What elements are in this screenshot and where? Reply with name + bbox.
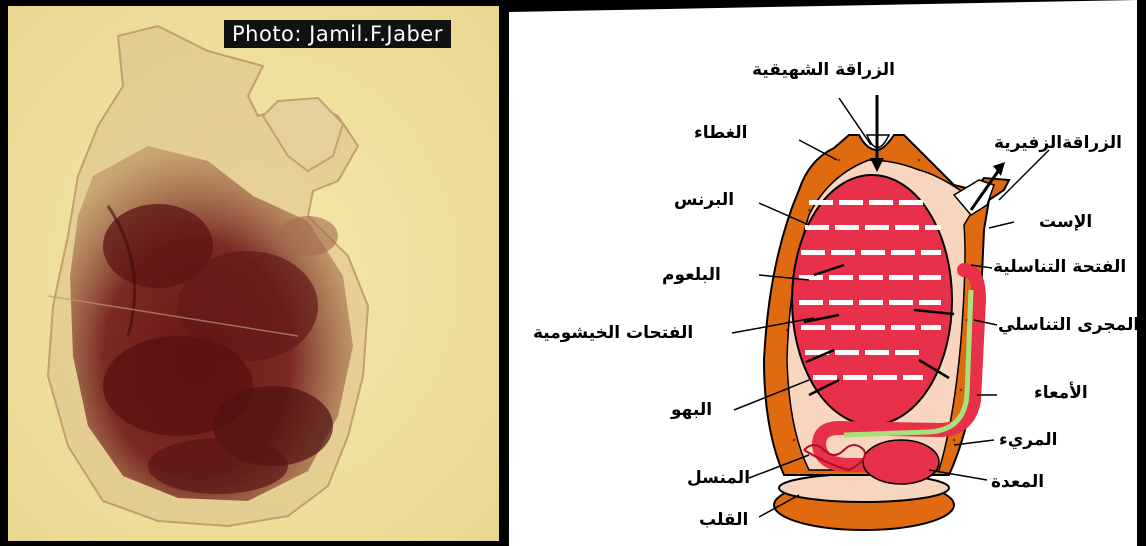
- label-atrium: البهو: [671, 400, 712, 420]
- specimen-photo: Photo: Jamil.F.Jaber: [8, 6, 499, 541]
- label-intestine: الأمعاء: [1034, 383, 1088, 403]
- label-anus: الإست: [1039, 212, 1092, 232]
- stomach-shape: [863, 440, 939, 484]
- label-heart: القلب: [699, 510, 748, 530]
- label-stomach: المعدة: [991, 472, 1044, 492]
- photo-credit: Photo: Jamil.F.Jaber: [224, 20, 451, 48]
- label-tunic: الغطاء: [694, 123, 747, 143]
- label-gonad: المنسل: [687, 468, 750, 488]
- label-esophagus: المريء: [999, 430, 1057, 450]
- label-atrial-siphon: الزراقةالزفيرية: [994, 133, 1122, 153]
- label-gill-slits: الفتحات الخيشومية: [533, 323, 693, 343]
- specimen-image: [8, 6, 499, 541]
- label-genital-duct: المجرى التناسلي: [998, 315, 1139, 335]
- label-mantle: البرنس: [674, 190, 734, 210]
- label-pharynx: البلعوم: [662, 265, 721, 285]
- label-oral-siphon: الزراقة الشهيقية: [752, 60, 895, 80]
- label-genital-opening: الفتحة التناسلية: [993, 257, 1126, 277]
